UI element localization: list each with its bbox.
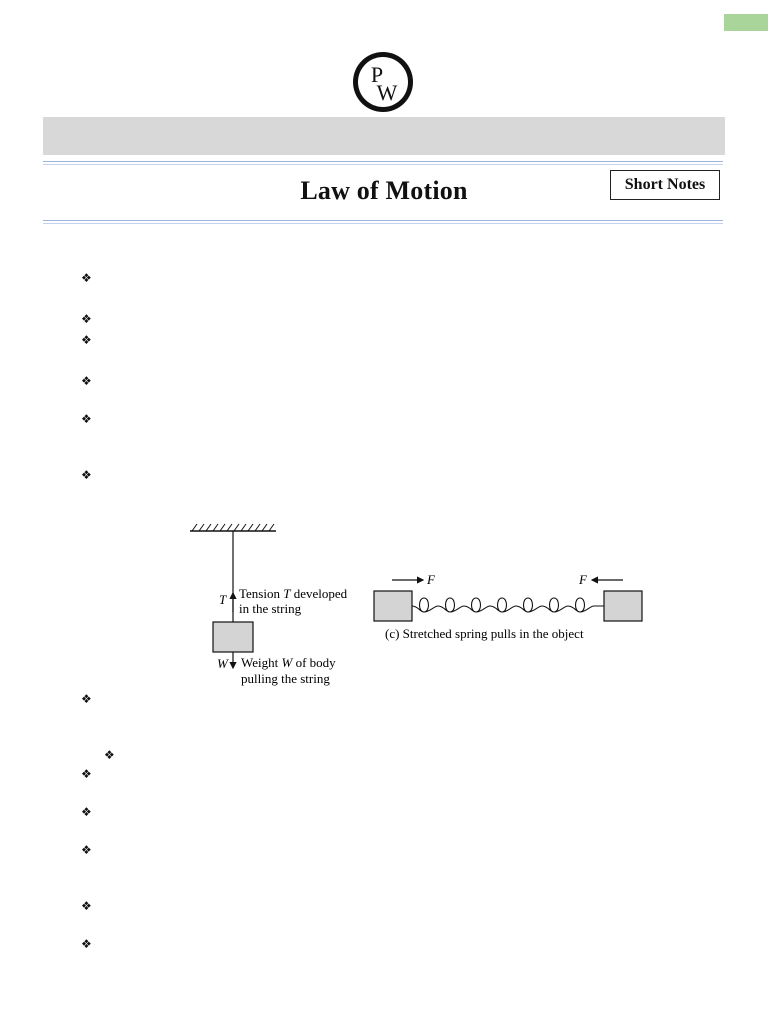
logo-letter-w: W (377, 80, 398, 105)
bullet-icon: ❖ (81, 767, 92, 781)
header-band (43, 117, 725, 155)
weight-label-line1: Weight W of body (241, 655, 336, 670)
spring-caption: (c) Stretched spring pulls in the object (385, 626, 584, 641)
bullet-icon: ❖ (81, 412, 92, 426)
bullet-icon: ❖ (81, 899, 92, 913)
bullet-icon: ❖ (81, 805, 92, 819)
bullet-icon: ❖ (81, 374, 92, 388)
tension-label-line2: in the string (239, 601, 302, 616)
hanging-block (212, 621, 254, 653)
weight-symbol: W (217, 656, 229, 671)
header-rule-bottom (43, 220, 723, 221)
logo-letter-p: P (371, 62, 383, 87)
tension-label-line1: Tension T developed (239, 586, 348, 601)
short-notes-badge: Short Notes (610, 170, 720, 200)
ceiling-support (190, 523, 276, 532)
bullet-icon: ❖ (81, 692, 92, 706)
spring-block-right (603, 590, 643, 622)
bullet-icon: ❖ (81, 468, 92, 482)
weight-label-line2: pulling the string (241, 671, 330, 686)
coil-spring (411, 597, 604, 613)
bullet-icon: ❖ (81, 271, 92, 285)
bullet-icon: ❖ (81, 312, 92, 326)
bullet-icon: ❖ (81, 937, 92, 951)
pw-logo-icon: P W (352, 51, 414, 113)
bullet-icon: ❖ (81, 843, 92, 857)
force-label-left: F (426, 572, 436, 587)
force-label-right: F (578, 572, 588, 587)
bullet-icon: ❖ (81, 333, 92, 347)
header-rule-top-inner (43, 164, 723, 165)
spring-block-left (373, 590, 413, 622)
bullet-icon: ❖ (104, 748, 115, 762)
header-rule-bottom-inner (43, 223, 723, 224)
tension-symbol: T (219, 592, 227, 607)
corner-tab (724, 14, 768, 31)
header-rule-top (43, 161, 723, 162)
page-title: Law of Motion (300, 176, 468, 205)
